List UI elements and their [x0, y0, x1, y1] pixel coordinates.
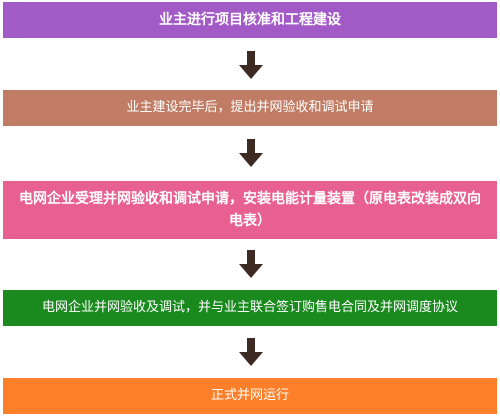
step-label: 业主进行项目核准和工程建设 — [159, 12, 341, 28]
down-arrow-icon — [239, 250, 263, 278]
step-grid-company-accepts-installs-meter: 电网企业受理并网验收和调试申请，安装电能计量装置（原电表改装成双向电表） — [3, 181, 497, 239]
step-official-grid-operation: 正式并网运行 — [3, 378, 497, 414]
step-acceptance-debugging-sign-contracts: 电网企业并网验收及调试，并与业主联合签订购售电合同及并网调度协议 — [3, 290, 497, 326]
down-arrow-icon — [239, 139, 263, 167]
step-label: 正式并网运行 — [210, 388, 289, 403]
down-arrow-icon — [239, 51, 263, 79]
step-submit-grid-acceptance-request: 业主建设完毕后，提出并网验收和调试申请 — [3, 90, 497, 126]
step-label: 业主建设完毕后，提出并网验收和调试申请 — [126, 100, 374, 115]
down-arrow-icon — [239, 338, 263, 366]
step-label: 电网企业受理并网验收和调试申请，安装电能计量装置（原电表改装成双向电表） — [19, 191, 481, 229]
step-project-approval-construction: 业主进行项目核准和工程建设 — [3, 2, 497, 38]
step-label: 电网企业并网验收及调试，并与业主联合签订购售电合同及并网调度协议 — [41, 300, 458, 315]
